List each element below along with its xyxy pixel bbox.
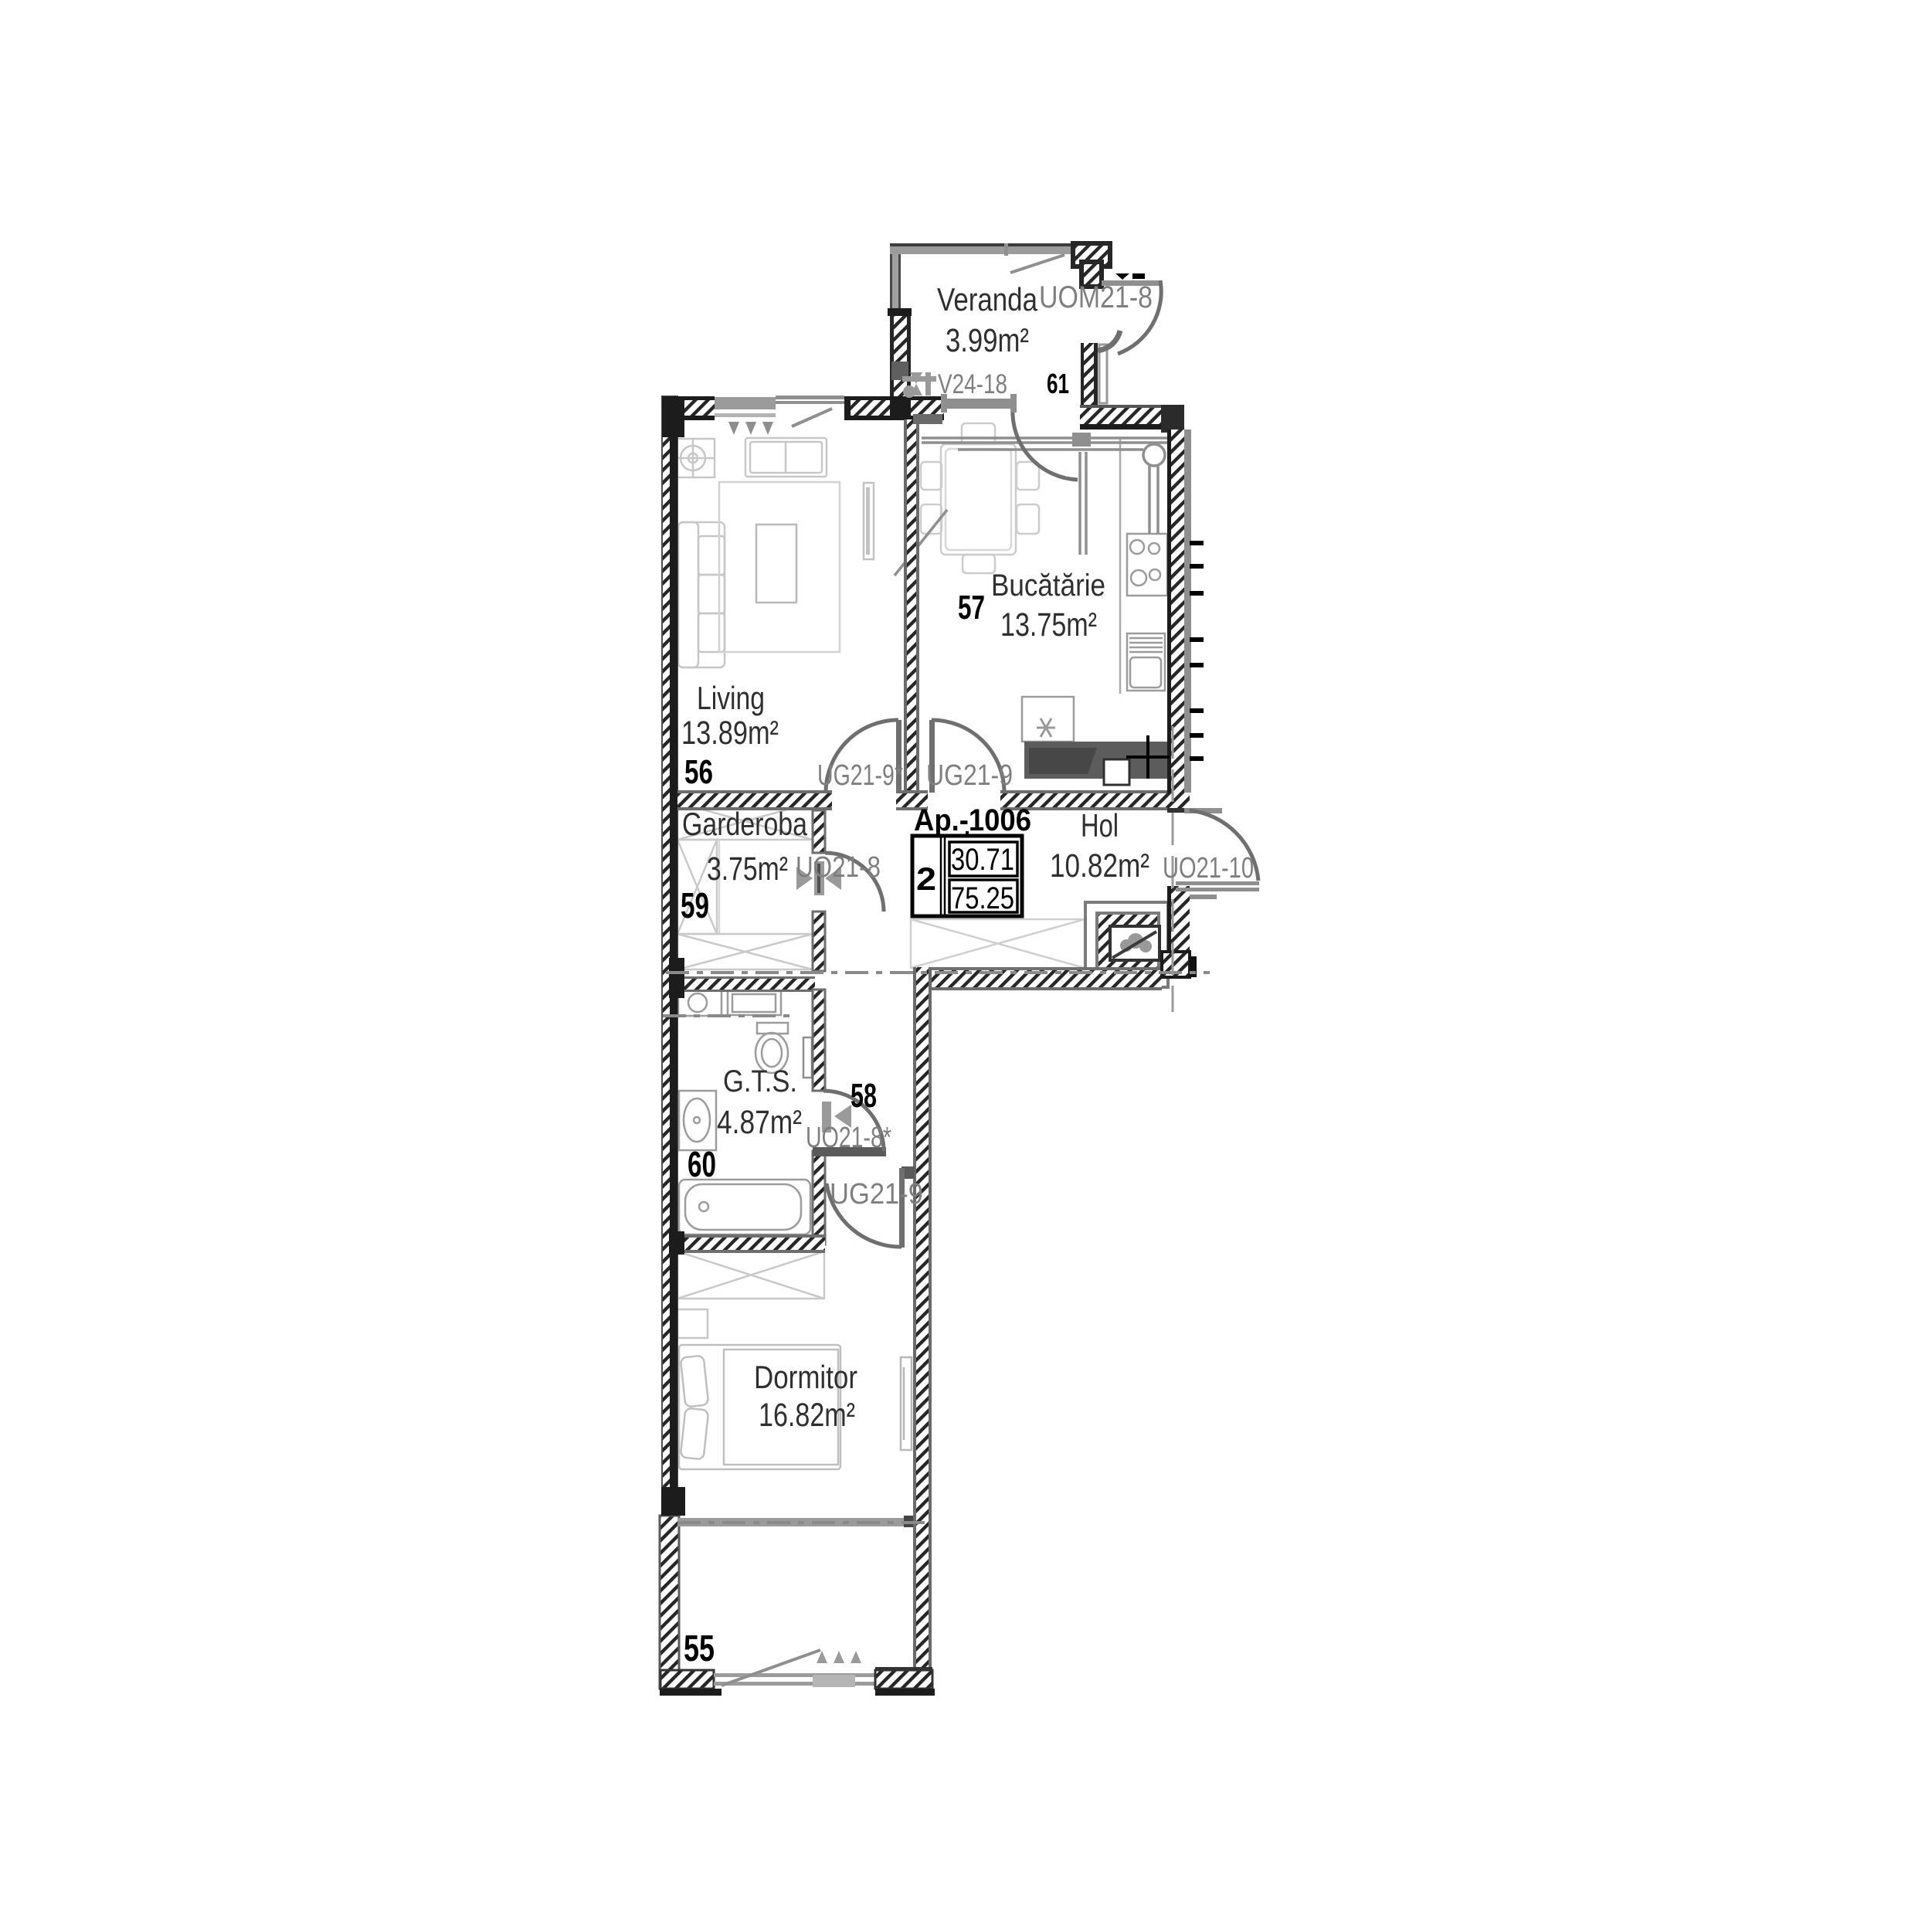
svg-text:57: 57 bbox=[958, 589, 985, 626]
svg-text:UO21-10: UO21-10 bbox=[1163, 852, 1254, 885]
svg-text:3.99m²: 3.99m² bbox=[946, 322, 1029, 359]
svg-text:UO21-8*: UO21-8* bbox=[806, 1122, 891, 1154]
svg-text:Bucătărie: Bucătărie bbox=[991, 569, 1105, 603]
svg-text:4.87m²: 4.87m² bbox=[717, 1104, 802, 1141]
svg-text:16.82m²: 16.82m² bbox=[759, 1397, 855, 1434]
svg-text:60: 60 bbox=[688, 1144, 716, 1184]
svg-text:G.T.S.: G.T.S. bbox=[723, 1064, 797, 1098]
svg-text:61: 61 bbox=[1047, 368, 1069, 399]
svg-text:UG21-9*: UG21-9* bbox=[817, 759, 903, 792]
svg-text:30.71: 30.71 bbox=[951, 843, 1014, 877]
svg-text:75.25: 75.25 bbox=[951, 881, 1014, 915]
svg-text:3.75m²: 3.75m² bbox=[707, 851, 788, 888]
svg-text:10.82m²: 10.82m² bbox=[1050, 847, 1149, 885]
svg-text:59: 59 bbox=[681, 885, 709, 925]
svg-text:56: 56 bbox=[684, 753, 713, 791]
svg-text:UO21-8: UO21-8 bbox=[796, 851, 881, 884]
svg-text:13.89m²: 13.89m² bbox=[681, 715, 779, 752]
svg-text:55: 55 bbox=[684, 1628, 715, 1669]
svg-text:Hol: Hol bbox=[1081, 807, 1119, 844]
svg-text:Ap.-1006: Ap.-1006 bbox=[914, 803, 1031, 837]
svg-text:Living: Living bbox=[697, 680, 765, 716]
svg-text:Garderoba: Garderoba bbox=[682, 806, 808, 842]
svg-text:Veranda: Veranda bbox=[937, 281, 1038, 317]
svg-text:UG21-9: UG21-9 bbox=[830, 1178, 923, 1210]
svg-text:UOM21-8: UOM21-8 bbox=[1039, 280, 1153, 314]
svg-text:V24-18: V24-18 bbox=[938, 369, 1007, 399]
svg-text:58: 58 bbox=[851, 1077, 877, 1115]
svg-text:UG21-9: UG21-9 bbox=[926, 759, 1013, 792]
svg-text:13.75m²: 13.75m² bbox=[1000, 606, 1097, 643]
svg-text:2: 2 bbox=[916, 861, 936, 897]
svg-text:Dormitor: Dormitor bbox=[754, 1359, 857, 1395]
